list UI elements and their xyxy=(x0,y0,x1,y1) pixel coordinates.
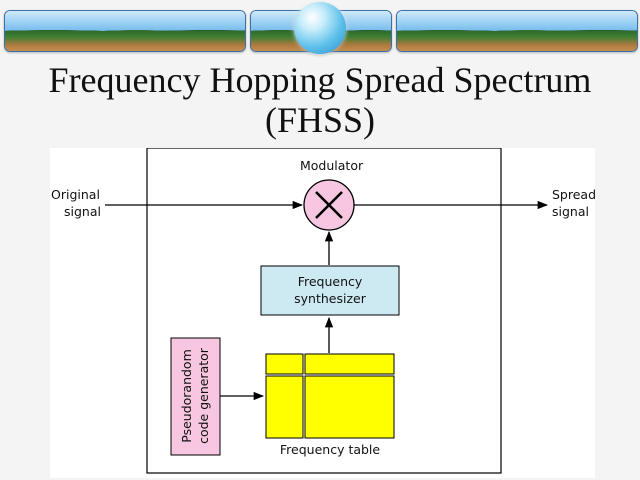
output-label-line1: Spread xyxy=(552,187,595,202)
frequency-table-cell xyxy=(304,375,395,439)
generator-label-line2: code generator xyxy=(196,347,211,444)
globe-icon xyxy=(294,2,346,54)
synthesizer-label-line2: synthesizer xyxy=(294,291,367,306)
frequency-synthesizer-box xyxy=(260,265,400,316)
output-label-line2: signal xyxy=(552,204,589,219)
input-label-line2: signal xyxy=(64,204,101,219)
slide-title-line1: Frequency Hopping Spread Spectrum xyxy=(48,60,592,100)
banner-landscape-left xyxy=(4,10,246,52)
frequency-table-cell xyxy=(265,375,304,439)
synthesizer-label-line1: Frequency xyxy=(298,274,363,289)
slide-title: Frequency Hopping Spread Spectrum (FHSS) xyxy=(0,60,640,140)
frequency-table xyxy=(265,353,395,439)
fhss-diagram-svg: Original signal Modulator Spread signal … xyxy=(51,148,595,474)
input-label-line1: Original xyxy=(51,187,100,202)
frequency-table-cell xyxy=(304,353,395,375)
slide-title-line2: (FHSS) xyxy=(264,100,376,140)
pseudorandom-generator-box xyxy=(170,337,221,456)
generator-label-line1: Pseudorandom xyxy=(179,349,194,443)
frequency-table-cell xyxy=(265,353,304,375)
modulator-label: Modulator xyxy=(300,158,364,173)
banner-landscape-right xyxy=(396,10,638,52)
multiply-icon xyxy=(315,191,343,219)
frequency-table-label: Frequency table xyxy=(280,442,381,457)
fhss-diagram: Original signal Modulator Spread signal … xyxy=(50,148,595,478)
